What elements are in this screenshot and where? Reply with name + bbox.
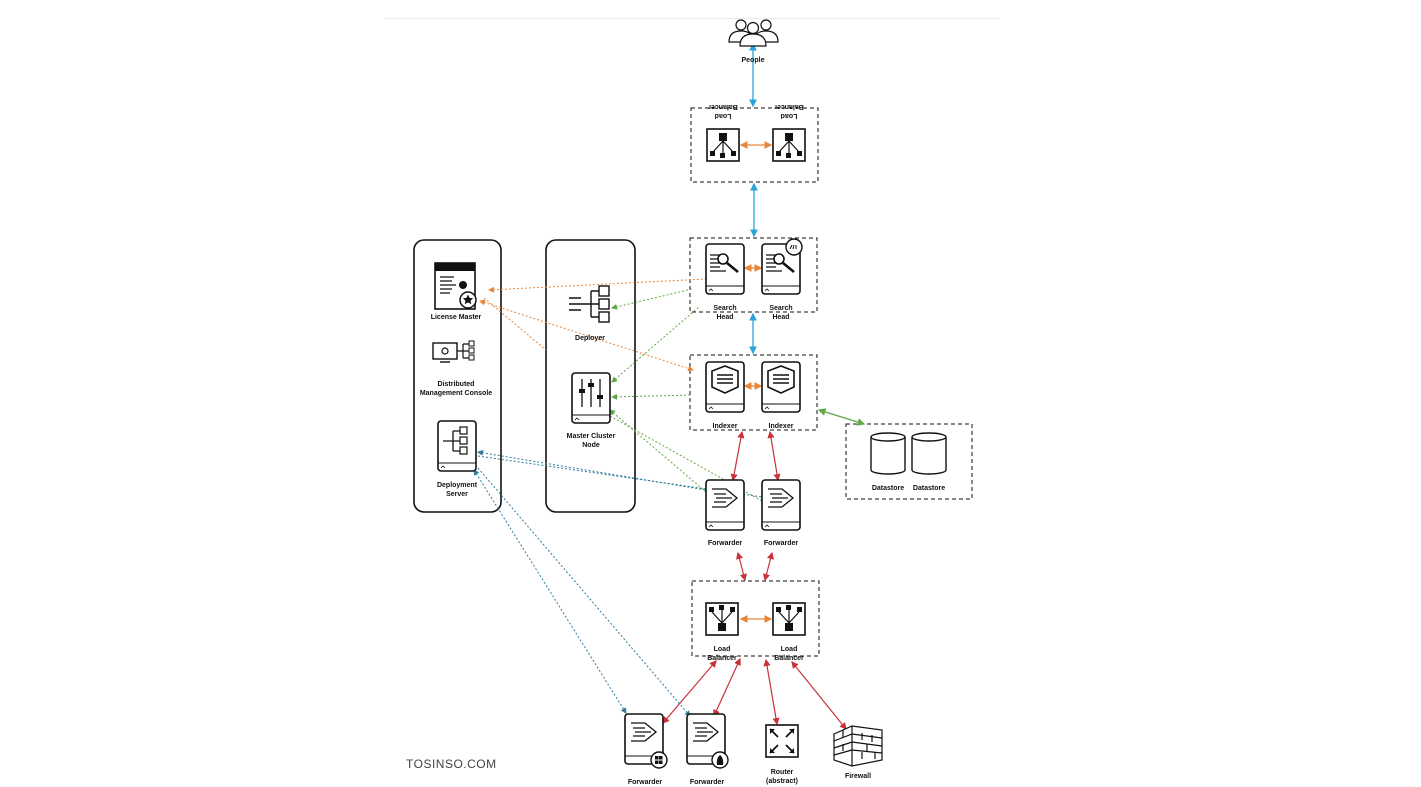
load-balancer-icon[interactable] <box>706 128 740 162</box>
firewall-label: Firewall <box>844 773 872 780</box>
datastore-label: Datastore <box>912 485 946 492</box>
forwarder-label: Forwarder <box>707 540 743 547</box>
search-head-icon[interactable] <box>761 238 803 295</box>
deployment-server-icon[interactable] <box>437 420 477 472</box>
group-load-balancers-top <box>690 107 819 183</box>
forwarder-label: Forwarder <box>763 540 799 547</box>
load-balancer-label: Load Balancer <box>774 646 804 662</box>
people-icon[interactable] <box>728 19 779 47</box>
deployer-label: Deployer <box>575 335 605 342</box>
load-balancer-label: Load Balancer <box>774 103 804 119</box>
people-label: People <box>741 57 765 64</box>
management-console-label: Distributed Management Console <box>419 381 493 397</box>
group-indexers <box>689 354 818 431</box>
deployer-icon[interactable] <box>569 285 610 323</box>
forwarder-windows-icon[interactable] <box>624 713 668 769</box>
group-load-balancers-bottom <box>691 580 820 657</box>
forwarder-icon[interactable] <box>705 479 745 531</box>
datastore-label: Datastore <box>871 485 905 492</box>
load-balancer-icon[interactable] <box>772 128 806 162</box>
watermark: TOSINSO.COM <box>406 757 497 771</box>
router-icon[interactable] <box>765 724 799 758</box>
load-balancer-label: Load Balancer <box>708 103 738 119</box>
license-master-icon[interactable] <box>434 262 477 310</box>
firewall-icon[interactable] <box>833 725 883 767</box>
datastore-icon[interactable] <box>870 432 906 475</box>
top-divider <box>384 18 1000 19</box>
group-search-heads <box>689 237 818 313</box>
search-head-label: Search Head <box>769 305 793 321</box>
master-cluster-node-label: Master Cluster Node <box>566 433 616 449</box>
forwarder-label: Forwarder <box>689 779 725 786</box>
forwarder-linux-icon[interactable] <box>686 713 729 769</box>
indexer-label: Indexer <box>712 423 738 430</box>
load-balancer-label: Load Balancer <box>707 646 737 662</box>
indexer-icon[interactable] <box>705 361 745 413</box>
indexer-icon[interactable] <box>761 361 801 413</box>
indexer-label: Indexer <box>768 423 794 430</box>
license-master-label: License Master <box>430 314 482 321</box>
search-head-icon[interactable] <box>705 243 745 295</box>
datastore-icon[interactable] <box>911 432 947 475</box>
deployment-server-label: Deployment Server <box>436 482 478 498</box>
group-datastores <box>845 423 973 500</box>
master-cluster-node-icon[interactable] <box>571 372 611 424</box>
connectors <box>473 42 866 730</box>
router-label: Router (abstract) <box>766 769 798 785</box>
load-balancer-icon[interactable] <box>705 602 739 636</box>
forwarder-icon[interactable] <box>761 479 801 531</box>
search-head-label: Search Head <box>713 305 737 321</box>
load-balancer-icon[interactable] <box>772 602 806 636</box>
forwarder-label: Forwarder <box>627 779 663 786</box>
management-console-icon[interactable] <box>432 340 475 363</box>
